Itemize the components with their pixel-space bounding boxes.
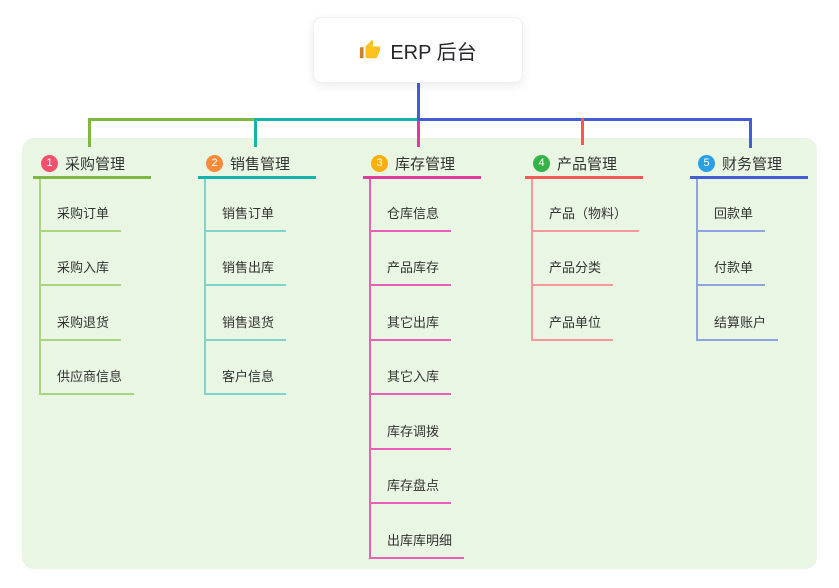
child-connector-vline-3 (369, 179, 371, 559)
branch-topic-label: 库存管理 (395, 155, 456, 173)
child-topic[interactable]: 仓库信息 (369, 205, 452, 232)
branch-number-badge: 2 (206, 154, 223, 172)
branch-topic-label: 财务管理 (722, 155, 783, 173)
child-topic[interactable]: 库存调拨 (369, 423, 452, 450)
child-topic[interactable]: 库存盘点 (369, 477, 452, 504)
child-topic[interactable]: 采购订单 (39, 205, 122, 232)
branch-topic-label: 采购管理 (65, 155, 126, 173)
branch-number-badge: 4 (533, 154, 550, 172)
root-topic-label: ERP 后台 (390, 41, 477, 64)
branch-drop-line-2 (254, 118, 257, 147)
child-topic[interactable]: 其它出库 (369, 314, 452, 341)
branch-number-badge: 3 (371, 154, 388, 172)
branch-drop-line-3 (417, 121, 420, 147)
branch-topic-purchase[interactable]: 1 采购管理 (33, 150, 151, 179)
branch-drop-line-1 (88, 118, 91, 147)
branch-topic-sales[interactable]: 2 销售管理 (198, 150, 316, 179)
root-connector-line (417, 83, 420, 119)
child-topic[interactable]: 采购退货 (39, 314, 122, 341)
child-connector-vline-1 (39, 179, 41, 395)
child-connector-vline-5 (696, 179, 698, 341)
branch-topic-product[interactable]: 4 产品管理 (525, 150, 643, 179)
child-topic[interactable]: 回款单 (696, 205, 766, 232)
branch-topic-label: 销售管理 (230, 155, 291, 173)
child-topic[interactable]: 出库库明细 (369, 532, 465, 559)
branch-drop-line-5 (749, 118, 752, 148)
thumbs-up-icon (360, 39, 381, 59)
branch-number-badge: 1 (41, 154, 58, 172)
child-topic[interactable]: 销售订单 (204, 205, 287, 232)
bus-segment-branch-1 (88, 118, 256, 121)
child-topic[interactable]: 产品单位 (531, 314, 614, 341)
branch-topic-label: 产品管理 (557, 155, 618, 173)
mindmap-panel (22, 138, 817, 569)
branch-drop-line-4 (581, 118, 584, 145)
child-connector-vline-4 (531, 179, 533, 341)
branch-number-badge: 5 (698, 154, 715, 172)
child-topic[interactable]: 销售出库 (204, 259, 287, 286)
child-topic[interactable]: 结算账户 (696, 314, 779, 341)
branch-topic-inventory[interactable]: 3 库存管理 (363, 150, 481, 179)
child-topic[interactable]: 其它入库 (369, 368, 452, 395)
child-connector-vline-2 (204, 179, 206, 395)
child-topic[interactable]: 产品分类 (531, 259, 614, 286)
child-topic[interactable]: 供应商信息 (39, 368, 135, 395)
branch-topic-finance[interactable]: 5 财务管理 (690, 150, 808, 179)
child-topic[interactable]: 客户信息 (204, 368, 287, 395)
child-topic[interactable]: 采购入库 (39, 259, 122, 286)
root-topic[interactable]: ERP 后台 (313, 17, 523, 83)
bus-segment-branch-2 (256, 118, 417, 121)
child-topic[interactable]: 产品库存 (369, 259, 452, 286)
child-topic[interactable]: 销售退货 (204, 314, 287, 341)
bus-segment-branch-5 (417, 118, 752, 121)
child-topic[interactable]: 产品（物料） (531, 205, 640, 232)
child-topic[interactable]: 付款单 (696, 259, 766, 286)
